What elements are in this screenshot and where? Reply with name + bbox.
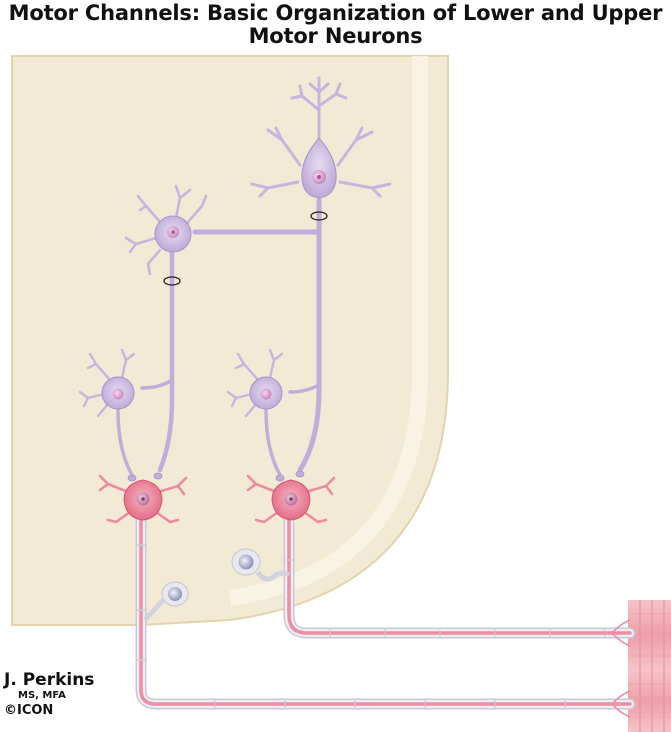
schwann-cell-left (143, 581, 189, 622)
interneuron-left (124, 184, 208, 276)
synaptic-terminals (127, 470, 305, 482)
artist-credit: J. Perkins MS, MFA ©ICON (4, 670, 94, 718)
spinal-cord-section (11, 55, 449, 626)
spinal-cord-edge-highlight (228, 56, 428, 606)
nerve-ending-upper (600, 619, 631, 647)
page-title: Motor Channels: Basic Organization of Lo… (0, 2, 671, 48)
title-line-2: Motor Neurons (248, 24, 423, 48)
credit-name: J. Perkins (4, 670, 95, 690)
axon-left-peripheral (135, 509, 636, 710)
interneuron-small-right (226, 348, 284, 418)
title-line-1: Motor Channels: Basic Organization of Lo… (8, 1, 663, 25)
muscle-lower (628, 670, 671, 732)
copyright-logo: ©ICON (4, 703, 54, 718)
axon-right-peripheral (283, 509, 636, 639)
axon-ring-upper (310, 211, 328, 221)
schwann-cell-right (231, 548, 291, 582)
muscle-upper (628, 600, 671, 670)
credit-degree: MS, MFA (18, 690, 66, 701)
interneuron-small-left (78, 348, 136, 418)
upper-motor-neuron-top (250, 76, 392, 199)
nerve-ending-lower (600, 690, 631, 718)
upper-axon-connections (116, 197, 322, 477)
axon-ring-left (163, 276, 181, 286)
lower-motor-neuron-right (246, 474, 336, 524)
lower-motor-neuron-left (98, 474, 188, 524)
